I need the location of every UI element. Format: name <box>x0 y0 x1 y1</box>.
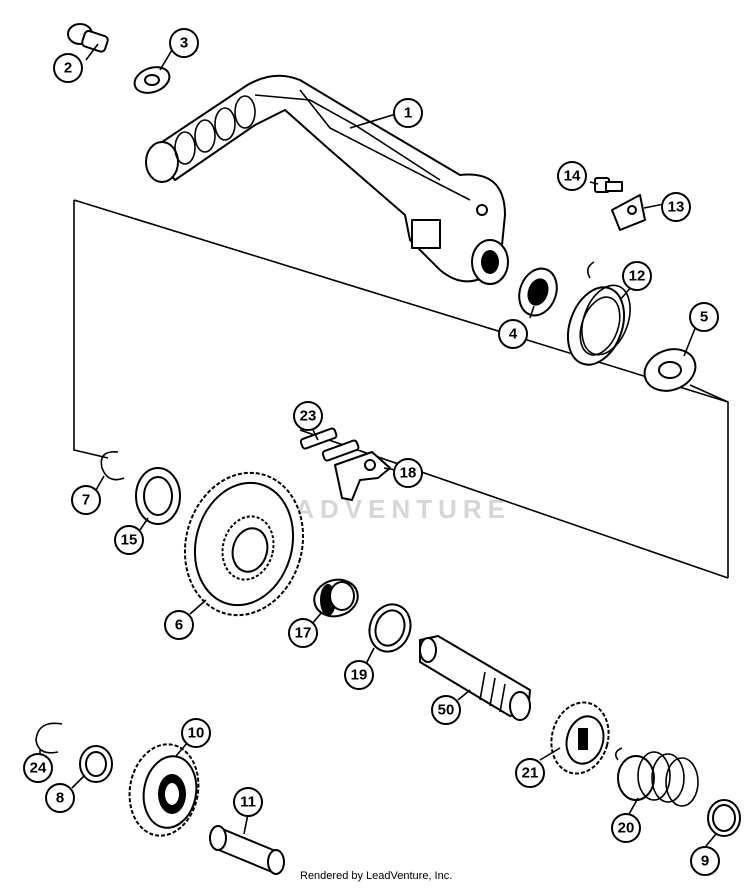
callout-3: 3 <box>169 28 199 58</box>
callout-12: 12 <box>622 261 652 291</box>
svg-text:21: 21 <box>522 765 539 782</box>
callout-23: 23 <box>293 401 323 431</box>
svg-text:18: 18 <box>400 465 417 482</box>
part-19-washer <box>368 603 412 653</box>
footer-credit: Rendered by LeadVenture, Inc. <box>300 870 453 882</box>
lever-grip-ridges <box>174 95 256 165</box>
callout-21: 21 <box>515 758 545 788</box>
callout-10: 10 <box>181 718 211 748</box>
callout-18: 18 <box>393 458 423 488</box>
part-14-small-bolt <box>594 177 623 193</box>
callout-6: 6 <box>164 610 194 640</box>
svg-text:19: 19 <box>351 667 368 684</box>
part-12-spring <box>566 261 631 366</box>
svg-text:20: 20 <box>618 820 635 837</box>
part-18-ratchet-pawl <box>334 451 391 501</box>
svg-text:13: 13 <box>668 199 685 216</box>
svg-text:10: 10 <box>188 725 205 742</box>
callout-4: 4 <box>498 319 528 349</box>
callout-11: 11 <box>233 787 263 817</box>
part-5-washer <box>643 348 697 392</box>
callout-9: 9 <box>690 846 720 876</box>
part-20-spring <box>614 747 699 807</box>
callout-7: 7 <box>71 485 101 515</box>
part-23-pins <box>299 427 360 462</box>
callout-13: 13 <box>661 192 691 222</box>
callout-15: 15 <box>114 525 144 555</box>
svg-text:3: 3 <box>180 35 188 52</box>
part-17-needle-bearing <box>313 578 359 618</box>
svg-text:7: 7 <box>82 492 90 509</box>
svg-text:14: 14 <box>564 168 581 185</box>
svg-text:50: 50 <box>438 702 455 719</box>
callout-19: 19 <box>344 660 374 690</box>
svg-text:2: 2 <box>64 60 72 77</box>
callout-24: 24 <box>23 753 53 783</box>
callout-50: 50 <box>431 695 461 725</box>
svg-text:23: 23 <box>300 408 317 425</box>
part-13-bracket <box>611 194 646 231</box>
assembly-bracket-lines <box>73 199 729 579</box>
svg-text:6: 6 <box>175 617 183 634</box>
part-11-sleeve <box>209 825 285 875</box>
svg-text:15: 15 <box>121 532 138 549</box>
callout-14: 14 <box>557 161 587 191</box>
part-6-large-gear <box>183 471 305 617</box>
part-10-gear <box>128 743 200 837</box>
callout-2: 2 <box>53 53 83 83</box>
part-9-washer <box>707 799 741 837</box>
part-8-washer <box>79 745 113 783</box>
svg-text:12: 12 <box>629 268 646 285</box>
svg-text:9: 9 <box>701 853 709 870</box>
svg-text:17: 17 <box>295 625 312 642</box>
callout-8: 8 <box>45 783 75 813</box>
callout-5: 5 <box>689 302 719 332</box>
part-24-circlip <box>35 722 63 754</box>
part-21-ratchet-gear <box>550 701 610 775</box>
part-1-kickstarter-lever <box>145 74 509 285</box>
callout-20: 20 <box>611 813 641 843</box>
svg-text:1: 1 <box>404 105 412 122</box>
svg-text:4: 4 <box>509 326 518 343</box>
svg-text:24: 24 <box>30 760 47 777</box>
svg-text:8: 8 <box>56 790 64 807</box>
svg-text:11: 11 <box>240 794 256 811</box>
callout-1: 1 <box>393 98 423 128</box>
part-50-shaft <box>419 635 531 721</box>
part-3-washer <box>133 66 171 94</box>
part-7-circlip <box>100 451 125 481</box>
svg-text:5: 5 <box>700 309 708 326</box>
part-4-seal <box>518 267 558 317</box>
part-15-washer <box>135 467 181 525</box>
callout-17: 17 <box>288 618 318 648</box>
part-2-bolt <box>67 23 109 53</box>
leader-lines <box>39 43 717 847</box>
